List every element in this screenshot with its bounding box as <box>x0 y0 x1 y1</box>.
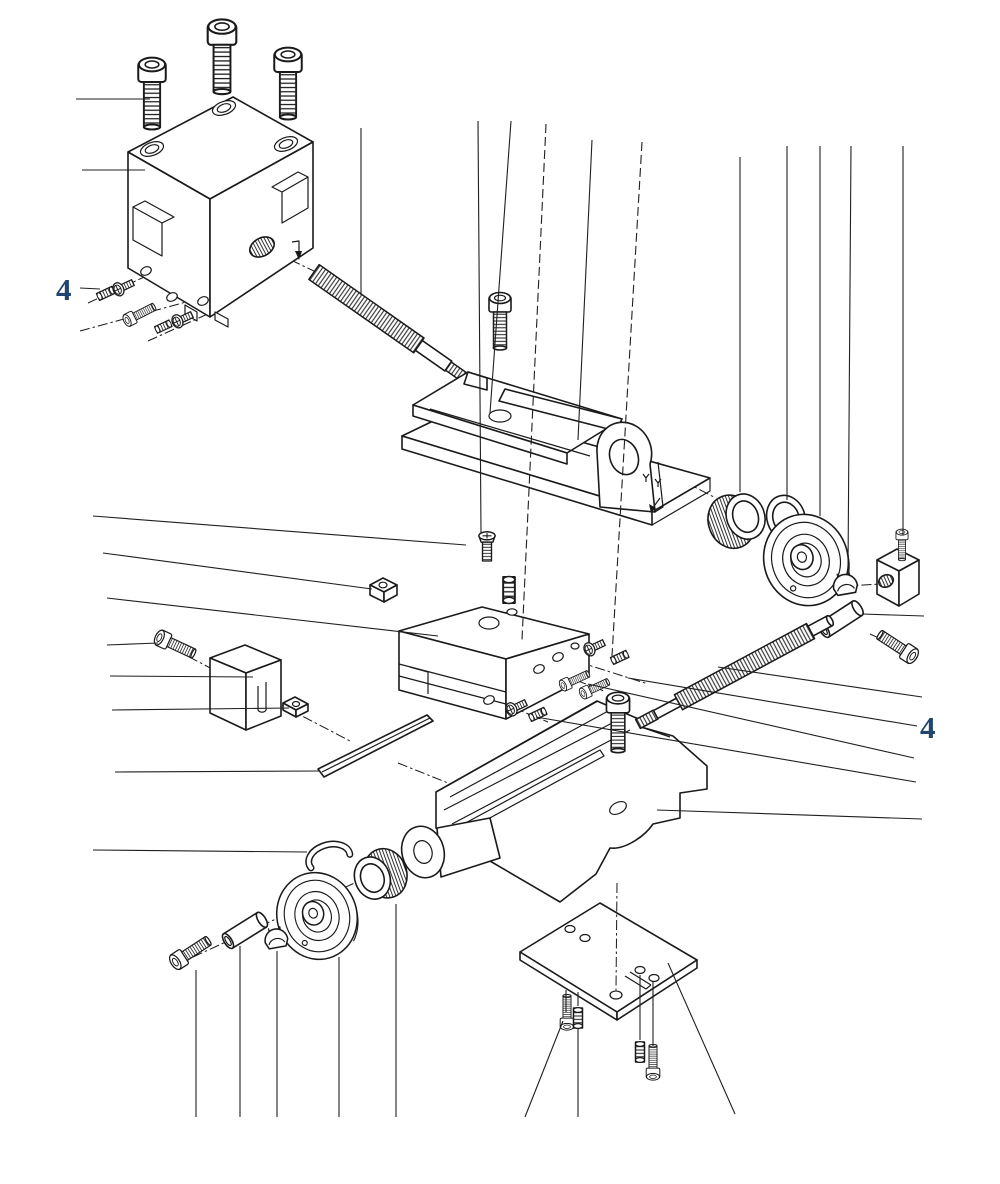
gib-strip <box>317 714 434 778</box>
block-side-hole <box>248 236 276 258</box>
block-notch-right <box>271 171 309 224</box>
bearing-lug <box>596 421 664 513</box>
saddle-body <box>400 700 708 903</box>
base-set-screw-2 <box>634 1040 646 1064</box>
cross-feed-screw <box>634 614 835 730</box>
knurled-dial-left <box>353 847 408 900</box>
insert-arrow <box>291 240 302 260</box>
label-4-left: 4 <box>56 272 72 307</box>
clamp-block <box>209 644 282 731</box>
block-notch-left <box>132 200 175 257</box>
base-plate-screws <box>559 882 661 1081</box>
set-screw-vertical <box>502 575 516 605</box>
clamp-block-group <box>151 627 309 731</box>
bearing-block <box>876 548 920 607</box>
callout-lines <box>76 98 925 1118</box>
block-top-holes <box>139 100 299 157</box>
tool-post-block <box>127 96 314 328</box>
knurled-lock-ring <box>707 493 766 550</box>
base-set-screw-1 <box>572 1006 584 1030</box>
top-slide-plate <box>401 371 711 526</box>
callout-labels: 4 4 <box>56 272 936 745</box>
left-handwheel-group <box>166 840 408 973</box>
right-handwheel-group <box>707 493 922 667</box>
retaining-clip <box>305 840 354 872</box>
label-4-right: 4 <box>920 710 936 745</box>
saddle-boss <box>400 817 501 879</box>
square-washer <box>282 696 309 718</box>
square-nut <box>369 577 398 603</box>
